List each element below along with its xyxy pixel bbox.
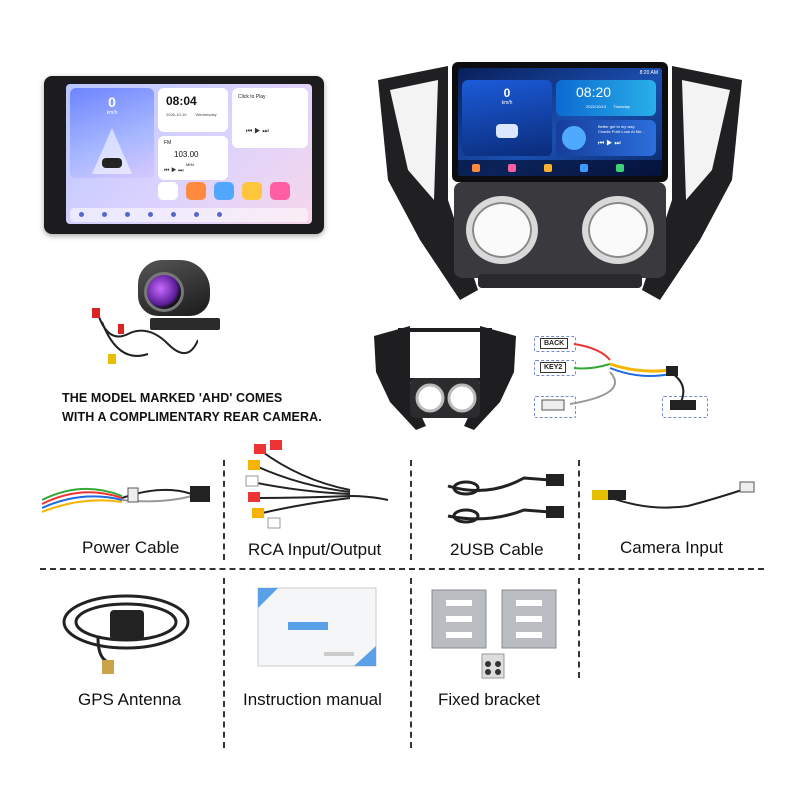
unit2-clock-time: 08:20 — [576, 84, 612, 100]
unit1-clock-widget: 08:04 2026-10-10 Wednesday — [158, 88, 228, 132]
head-unit-standalone: 0 km/h 08:04 2026-10-10 Wednesday Click … — [44, 76, 324, 234]
unit2-dock — [458, 160, 662, 176]
dash-frame-small — [374, 326, 516, 430]
camera-caption: THE MODEL MARKED 'AHD' COMES WITH A COMP… — [62, 389, 322, 427]
video-icon — [171, 212, 176, 217]
unit1-weekday: Wednesday — [195, 112, 217, 117]
video-app-icon — [242, 182, 262, 200]
camera-input-label: Camera Input — [620, 538, 723, 557]
bluetooth-icon — [580, 164, 588, 172]
camera-wires — [92, 308, 198, 364]
unit2-speed-unit: km/h — [501, 100, 513, 106]
unit2-status-time: 8:20 AM — [639, 70, 658, 76]
left-vent — [466, 196, 538, 264]
settings-icon — [217, 212, 222, 217]
camera-mount — [150, 318, 220, 330]
unit2-song: Better get to my way — [598, 124, 635, 129]
unit2-speed-value: 0 — [503, 86, 511, 100]
unit1-radio-unit: MHz — [186, 162, 195, 167]
unit1-music-widget: Click to Play ⏮ ▶ ⏭ — [232, 88, 308, 148]
divider-vertical — [578, 460, 580, 560]
unit1-clock-time: 08:04 — [166, 94, 197, 108]
camera-caption-line1: THE MODEL MARKED 'AHD' COMES — [62, 391, 283, 405]
unit2-music-widget: Better get to my way Charlie Puth·Look A… — [556, 120, 656, 156]
harness-wires — [541, 343, 696, 411]
car-icon — [102, 158, 122, 168]
unit1-music-label: Click to Play — [238, 94, 266, 100]
settings-icon — [616, 164, 624, 172]
music-app-icon — [270, 182, 290, 200]
media-controls-icon: ⏮ ▶ ⏭ — [246, 128, 269, 135]
car-icon — [496, 124, 518, 138]
divider-vertical — [410, 578, 412, 748]
head-unit-dash-kit: 8:20 AM 0 km/h 08:20 2022/10/13 Thursday… — [368, 60, 752, 308]
nav-icon — [79, 212, 84, 217]
music-note-icon — [562, 126, 586, 150]
unit2-screen: 8:20 AM 0 km/h 08:20 2022/10/13 Thursday… — [458, 68, 662, 176]
radio-app-icon — [158, 182, 178, 200]
back-tag: BACK — [540, 338, 569, 349]
divider-vertical — [410, 460, 412, 560]
radio-controls-icon: ⏮ ▶ ⏭ — [164, 168, 184, 174]
unit1-speed-widget: 0 km/h — [70, 88, 154, 178]
camera-input-cable-image — [592, 481, 755, 509]
unit1-screen: 0 km/h 08:04 2026-10-10 Wednesday Click … — [66, 84, 312, 224]
unit1-radio-band: FM — [164, 140, 172, 146]
home-icon — [148, 212, 153, 217]
gps-label: GPS Antenna — [78, 690, 182, 709]
right-vent — [582, 196, 654, 264]
unit1-speed-value: 0 — [108, 94, 116, 110]
rca-cable-image — [245, 440, 389, 529]
unit1-dock — [70, 208, 308, 222]
unit2-clock-widget: 08:20 2022/10/13 Thursday — [556, 80, 656, 116]
bracket-label: Fixed bracket — [438, 690, 541, 709]
file-manager-app-icon — [186, 182, 206, 200]
camera-app-icon — [472, 164, 480, 172]
key2-tag: KEY2 — [540, 362, 567, 373]
camera-caption-line2: WITH A COMPLIMENTARY REAR CAMERA. — [62, 410, 322, 424]
divider-vertical — [578, 578, 580, 678]
unit1-date: 2026-10-10 — [166, 112, 187, 117]
radio-icon — [125, 212, 130, 217]
divider-vertical — [223, 460, 225, 560]
unit1-speed-unit: km/h — [106, 110, 118, 116]
rear-camera — [138, 260, 220, 330]
unit2-display: 8:20 AM 0 km/h 08:20 2022/10/13 Thursday… — [452, 62, 668, 182]
unit2-weekday: Thursday — [613, 104, 630, 109]
power-cable-image — [42, 486, 210, 513]
wiring-harness: BACK KEY2 — [530, 334, 720, 424]
manual-label: Instruction manual — [243, 690, 382, 709]
unit2-date: 2022/10/13 — [586, 104, 607, 109]
power-cable-label: Power Cable — [82, 538, 180, 557]
unit1-app-row — [158, 182, 308, 208]
instruction-manual-image — [257, 587, 377, 667]
camera-lens-icon — [144, 272, 184, 312]
divider-horizontal — [40, 568, 764, 570]
music-app-icon — [508, 164, 516, 172]
unit2-speed-widget: 0 km/h — [462, 80, 552, 156]
bluetooth-icon — [102, 212, 107, 217]
usb-label: 2USB Cable — [450, 540, 544, 559]
media-controls-icon: ⏮ ▶ ⏭ — [598, 140, 621, 147]
unit1-radio-widget: FM 103.00 MHz ⏮ ▶ ⏭ — [158, 136, 228, 180]
unit2-artist: Charlie Puth·Look At Me... — [598, 129, 645, 134]
equalizer-icon — [194, 212, 199, 217]
unit1-radio-freq: 103.00 — [174, 150, 199, 159]
fixed-bracket-image — [431, 589, 557, 679]
rca-label: RCA Input/Output — [248, 540, 382, 559]
divider-vertical — [223, 578, 225, 748]
gps-antenna-image — [62, 594, 190, 674]
apps-icon — [544, 164, 552, 172]
gallery-app-icon — [214, 182, 234, 200]
usb-cable-image — [447, 474, 564, 524]
